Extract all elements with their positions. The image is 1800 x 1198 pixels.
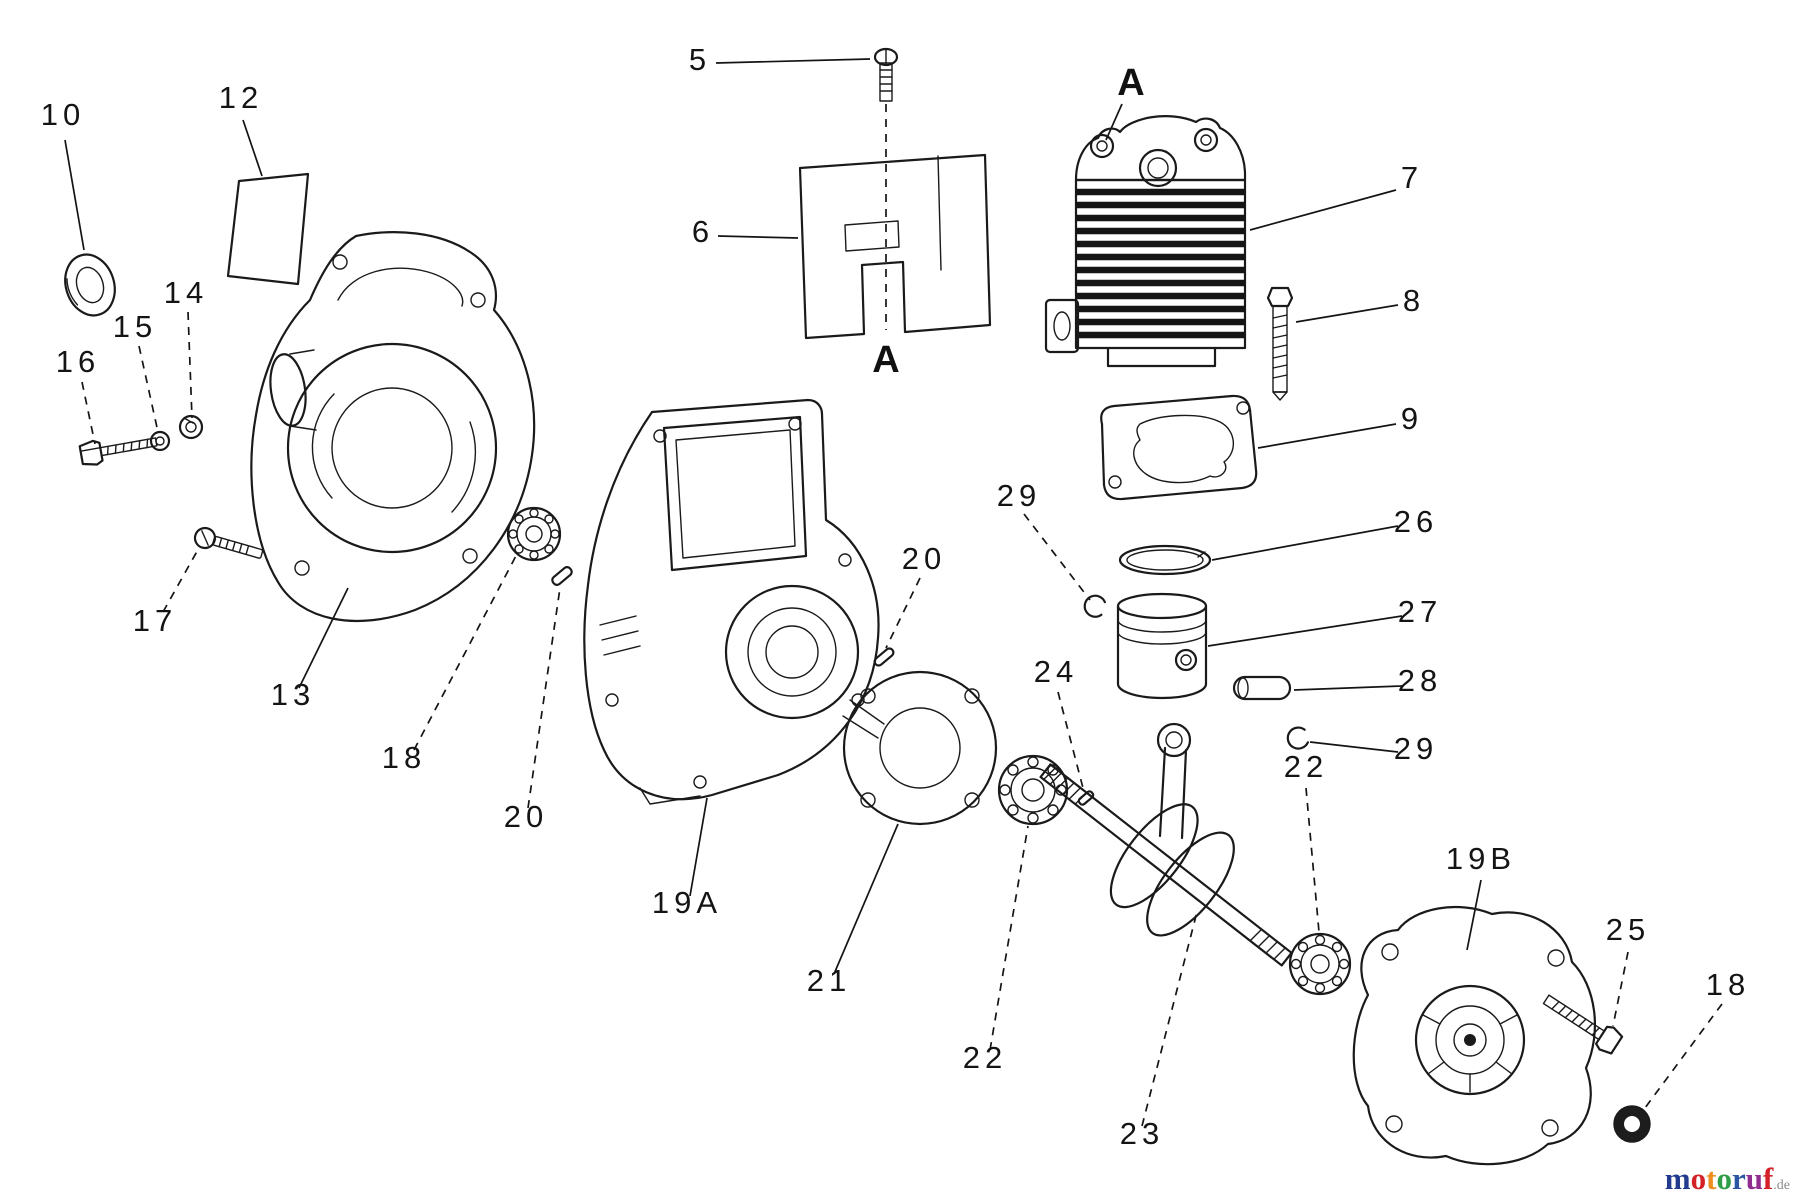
callout-15: 15 — [113, 309, 157, 344]
part-screw-17 — [193, 526, 264, 559]
callout-23: 23 — [1120, 1116, 1164, 1151]
callout-13: 13 — [271, 677, 315, 712]
leader-15 — [138, 345, 159, 433]
callout-29a: 29 — [997, 478, 1041, 513]
brand-letter: m — [1664, 1161, 1691, 1196]
leader-22a — [1305, 787, 1320, 933]
leader-29a — [1023, 513, 1091, 601]
leader-28 — [1293, 685, 1403, 691]
leader-17 — [162, 545, 201, 613]
leader-18a — [413, 551, 519, 751]
part-blower-housing-13 — [250, 231, 536, 622]
part-seal-10 — [64, 253, 116, 317]
part-bolt-25 — [1542, 994, 1624, 1055]
part-bolt-8 — [1266, 286, 1294, 401]
part-circlip-29b — [1286, 726, 1310, 750]
leader-24 — [1057, 691, 1084, 789]
leader-25 — [1612, 951, 1629, 1027]
callout-12: 12 — [219, 80, 263, 115]
callout-22a: 22 — [1284, 749, 1328, 784]
part-gasket-21 — [842, 670, 998, 826]
part-circlip-29a — [1083, 594, 1107, 618]
part-pin-20b — [551, 566, 573, 586]
callout-26: 26 — [1394, 504, 1438, 539]
leader-8 — [1295, 304, 1399, 323]
callout-8: 8 — [1403, 283, 1425, 318]
callout-20b: 20 — [504, 799, 548, 834]
part-washer-15 — [149, 430, 171, 452]
leader-5 — [715, 58, 871, 64]
part-gasket-9 — [1100, 394, 1258, 501]
part-decal-12 — [226, 172, 310, 286]
part-bearing-18a — [506, 506, 562, 562]
leader-lines — [64, 58, 1723, 1127]
part-crankshaft-23 — [1039, 722, 1293, 967]
callout-29b: 29 — [1394, 731, 1438, 766]
leader-13 — [298, 587, 349, 689]
brand-letter: f — [1762, 1161, 1774, 1196]
callout-24: 24 — [1034, 654, 1078, 689]
callout-22b: 22 — [963, 1040, 1007, 1075]
callout-9: 9 — [1401, 401, 1423, 436]
part-grommet-18b — [1613, 1105, 1651, 1143]
part-pin-20a — [873, 647, 895, 667]
callout-25: 25 — [1606, 912, 1650, 947]
leader-6 — [717, 235, 799, 239]
callout-18a: 18 — [382, 740, 426, 775]
part-piston-27 — [1116, 592, 1208, 700]
leader-22b — [989, 825, 1029, 1051]
callout-6: 6 — [692, 214, 714, 249]
leader-27 — [1207, 615, 1403, 647]
leader-23 — [1141, 907, 1199, 1127]
brand-suffix: .de — [1773, 1178, 1790, 1193]
callout-5: 5 — [689, 42, 711, 77]
callout-10: 10 — [41, 97, 85, 132]
leader-21 — [833, 823, 899, 975]
leader-20a — [885, 577, 921, 649]
leader-26 — [1211, 525, 1399, 561]
brand-letter: t — [1706, 1161, 1717, 1196]
leader-7 — [1249, 189, 1397, 231]
callout-27: 27 — [1398, 594, 1442, 629]
part-piston-ring-26 — [1118, 544, 1212, 576]
part-bearing-22b — [1288, 932, 1352, 996]
part-screw-5 — [873, 47, 899, 102]
leader-18b — [1641, 1003, 1723, 1113]
brand-letter: o — [1690, 1161, 1707, 1196]
callout-19a: 19A — [652, 885, 722, 920]
callout-21: 21 — [807, 963, 851, 998]
leader-16 — [81, 381, 96, 445]
leader-20b — [527, 587, 561, 809]
callout-18b: 18 — [1706, 967, 1750, 1002]
leader-14 — [187, 311, 193, 419]
brand-letter: r — [1731, 1161, 1746, 1196]
leader-a-top — [1105, 103, 1123, 141]
callout-7: 7 — [1401, 160, 1423, 195]
marker-a-bottom: A — [872, 339, 899, 381]
callout-17: 17 — [133, 603, 177, 638]
callout-19b: 19B — [1446, 841, 1516, 876]
leader-29b — [1309, 741, 1399, 753]
leader-10 — [64, 139, 85, 251]
brand-letter: o — [1716, 1161, 1732, 1196]
callout-14: 14 — [164, 275, 208, 310]
leader-19b — [1466, 879, 1482, 951]
part-piston-pin-28 — [1232, 675, 1292, 701]
part-shield-6 — [798, 153, 992, 340]
part-bolt-16 — [78, 437, 158, 466]
marker-a-top: A — [1117, 62, 1144, 104]
motoruf-watermark: motoruf.de — [1665, 1163, 1790, 1194]
leader-12 — [242, 119, 263, 177]
callout-20a: 20 — [902, 541, 946, 576]
callout-28: 28 — [1398, 663, 1442, 698]
callout-16: 16 — [56, 344, 100, 379]
part-lockwasher-14 — [178, 414, 204, 440]
leader-9 — [1257, 423, 1397, 449]
leader-19a — [689, 797, 708, 897]
part-cylinder-7 — [1044, 115, 1247, 368]
brand-letter: u — [1745, 1161, 1763, 1196]
part-crankcase-19b — [1352, 905, 1597, 1166]
part-crankcase-19a — [583, 398, 880, 805]
